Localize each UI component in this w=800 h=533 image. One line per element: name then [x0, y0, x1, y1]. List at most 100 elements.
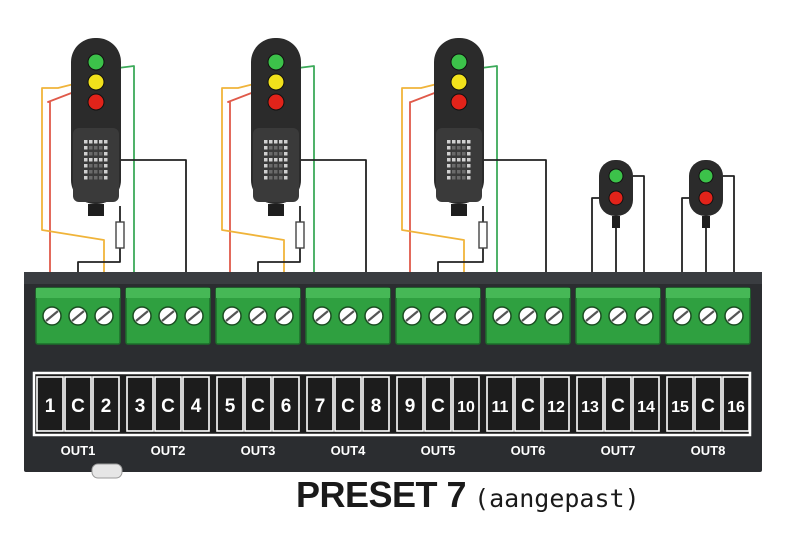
display-dot	[89, 158, 93, 162]
screw-slot	[277, 310, 291, 322]
display-dot	[104, 158, 108, 162]
display-dot	[452, 146, 456, 150]
screw-slot	[495, 310, 509, 322]
pin-label: 8	[371, 396, 382, 417]
display-dot	[94, 152, 98, 156]
display-dot	[84, 158, 88, 162]
display-dot	[447, 170, 451, 174]
pin-label: 16	[727, 399, 745, 416]
terminal-block-out4	[305, 287, 391, 345]
pin-cell	[576, 376, 604, 432]
pin-cell	[452, 376, 480, 432]
display-dot	[457, 146, 461, 150]
wire-red	[227, 91, 255, 288]
display-dot	[99, 152, 103, 156]
display-dot	[457, 176, 461, 180]
display-dot	[452, 140, 456, 144]
display-dot	[269, 170, 273, 174]
pin-cell	[244, 376, 272, 432]
display-dot	[84, 140, 88, 144]
display-dot	[447, 176, 451, 180]
wire-green-aspect	[723, 175, 735, 288]
display-dot	[462, 158, 466, 162]
output-label-out8: OUT8	[691, 443, 726, 458]
display-dot	[264, 158, 268, 162]
display-dot	[284, 170, 288, 174]
display-dot	[89, 164, 93, 168]
signal-body	[599, 160, 633, 216]
display-dot	[457, 158, 461, 162]
display-dot	[269, 164, 273, 168]
lamp-red	[450, 93, 468, 111]
display-dot	[89, 146, 93, 150]
pin-cell	[306, 376, 334, 432]
display-dot	[462, 140, 466, 144]
pin-cell	[424, 376, 452, 432]
display-dot	[264, 146, 268, 150]
pin-label: 11	[492, 399, 509, 416]
screw-slot	[161, 310, 175, 322]
screw-slot	[71, 310, 85, 322]
screw-slot	[585, 310, 599, 322]
screw-slot	[701, 310, 715, 322]
pin-cell	[216, 376, 244, 432]
terminal-block-out7	[575, 287, 661, 345]
signal-1	[71, 38, 125, 249]
lamp-green	[87, 53, 105, 71]
wire-yellow	[221, 83, 285, 288]
pin-label: C	[341, 396, 355, 417]
preset-caption: PRESET 7(aangepast)	[296, 474, 640, 516]
display-dot	[284, 176, 288, 180]
pin-label: 1	[45, 396, 56, 417]
display-dot	[264, 140, 268, 144]
display-dot	[269, 140, 273, 144]
display-dot	[94, 176, 98, 180]
screw-slot	[187, 310, 201, 322]
pin-cell	[722, 376, 750, 432]
pin-cell	[92, 376, 120, 432]
lamp-green	[698, 168, 714, 184]
lamp-yellow	[450, 73, 468, 91]
pin-label: 6	[281, 396, 292, 417]
display-dot	[94, 140, 98, 144]
display-dot	[104, 146, 108, 150]
wire-red-aspect	[681, 197, 689, 288]
screw-slot	[45, 310, 59, 322]
screw-slot	[637, 310, 651, 322]
display-dot	[99, 140, 103, 144]
display-dot	[279, 164, 283, 168]
display-dot	[274, 152, 278, 156]
display-dot	[264, 152, 268, 156]
display-dot	[104, 152, 108, 156]
display-dot	[264, 176, 268, 180]
wire-yellow	[41, 83, 105, 288]
display-dot	[447, 152, 451, 156]
display-dot	[269, 152, 273, 156]
pin-label: 4	[191, 396, 202, 417]
display-dot	[284, 146, 288, 150]
screw-slot	[97, 310, 111, 322]
display-dot	[457, 140, 461, 144]
pin-cell	[362, 376, 390, 432]
terminal-top	[666, 288, 750, 298]
display-dot	[269, 176, 273, 180]
display-dot	[104, 164, 108, 168]
display-dot	[274, 164, 278, 168]
terminal-top	[36, 288, 120, 298]
display-dot	[264, 164, 268, 168]
screw-slot	[727, 310, 741, 322]
pin-cell	[514, 376, 542, 432]
pin-label: C	[611, 396, 625, 417]
screw-slot	[367, 310, 381, 322]
screw-slot	[457, 310, 471, 322]
terminal-top	[396, 288, 480, 298]
display-dot	[452, 158, 456, 162]
display-dot	[284, 164, 288, 168]
pin-cell	[632, 376, 660, 432]
display-dot	[467, 176, 471, 180]
pin-label: 14	[637, 399, 655, 416]
screw-slot	[225, 310, 239, 322]
display-dot	[467, 158, 471, 162]
display-dot	[264, 170, 268, 174]
